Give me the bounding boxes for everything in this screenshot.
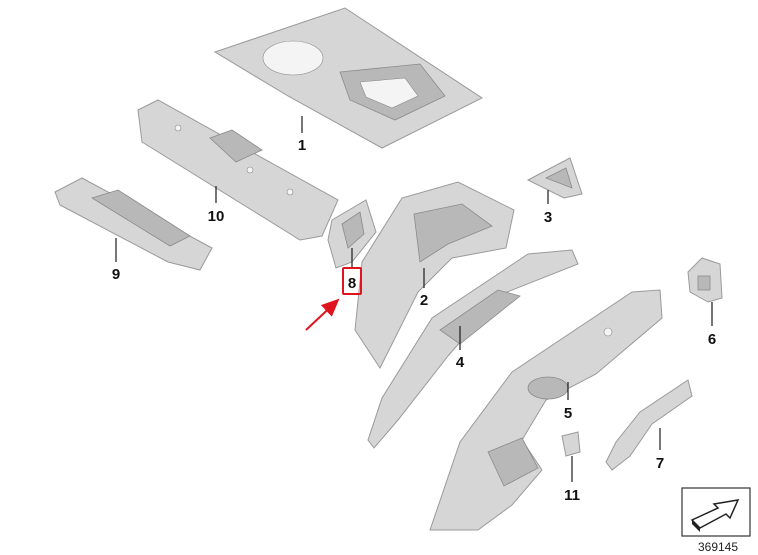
callout-7: 7 — [656, 455, 664, 472]
callout-10: 10 — [208, 208, 225, 225]
part-1-floor-panel[interactable] — [213, 7, 484, 149]
part-10-cross-member[interactable] — [137, 99, 339, 241]
callout-6: 6 — [708, 331, 716, 348]
callout-2: 2 — [420, 292, 428, 309]
callout-labels: 1 2 3 4 5 6 7 8 9 10 11 — [112, 137, 716, 504]
callout-8: 8 — [348, 275, 356, 292]
part-6-mount-bracket[interactable] — [687, 257, 723, 303]
part-9-floor-section[interactable] — [54, 177, 213, 271]
part-7-reinforcement[interactable] — [605, 379, 693, 471]
leader-lines — [115, 116, 713, 482]
part-11-clip[interactable] — [561, 431, 581, 457]
callout-4: 4 — [456, 354, 465, 371]
part-5-longitudinal-frame[interactable] — [429, 289, 663, 531]
orientation-arrow-icon — [690, 499, 740, 529]
part-2-wheel-housing[interactable] — [354, 181, 515, 369]
callout-5: 5 — [564, 405, 572, 422]
callout-11: 11 — [564, 487, 580, 504]
callout-1: 1 — [298, 137, 306, 154]
callout-3: 3 — [544, 209, 552, 226]
orientation-symbol — [681, 487, 751, 537]
callout-9: 9 — [112, 266, 120, 283]
part-3-corner-plate[interactable] — [526, 157, 583, 199]
part-8-bracket[interactable] — [327, 199, 377, 269]
callout-8-highlight — [305, 267, 362, 331]
red-arrow-icon — [305, 298, 340, 331]
catalog-number: 369145 — [698, 540, 738, 554]
